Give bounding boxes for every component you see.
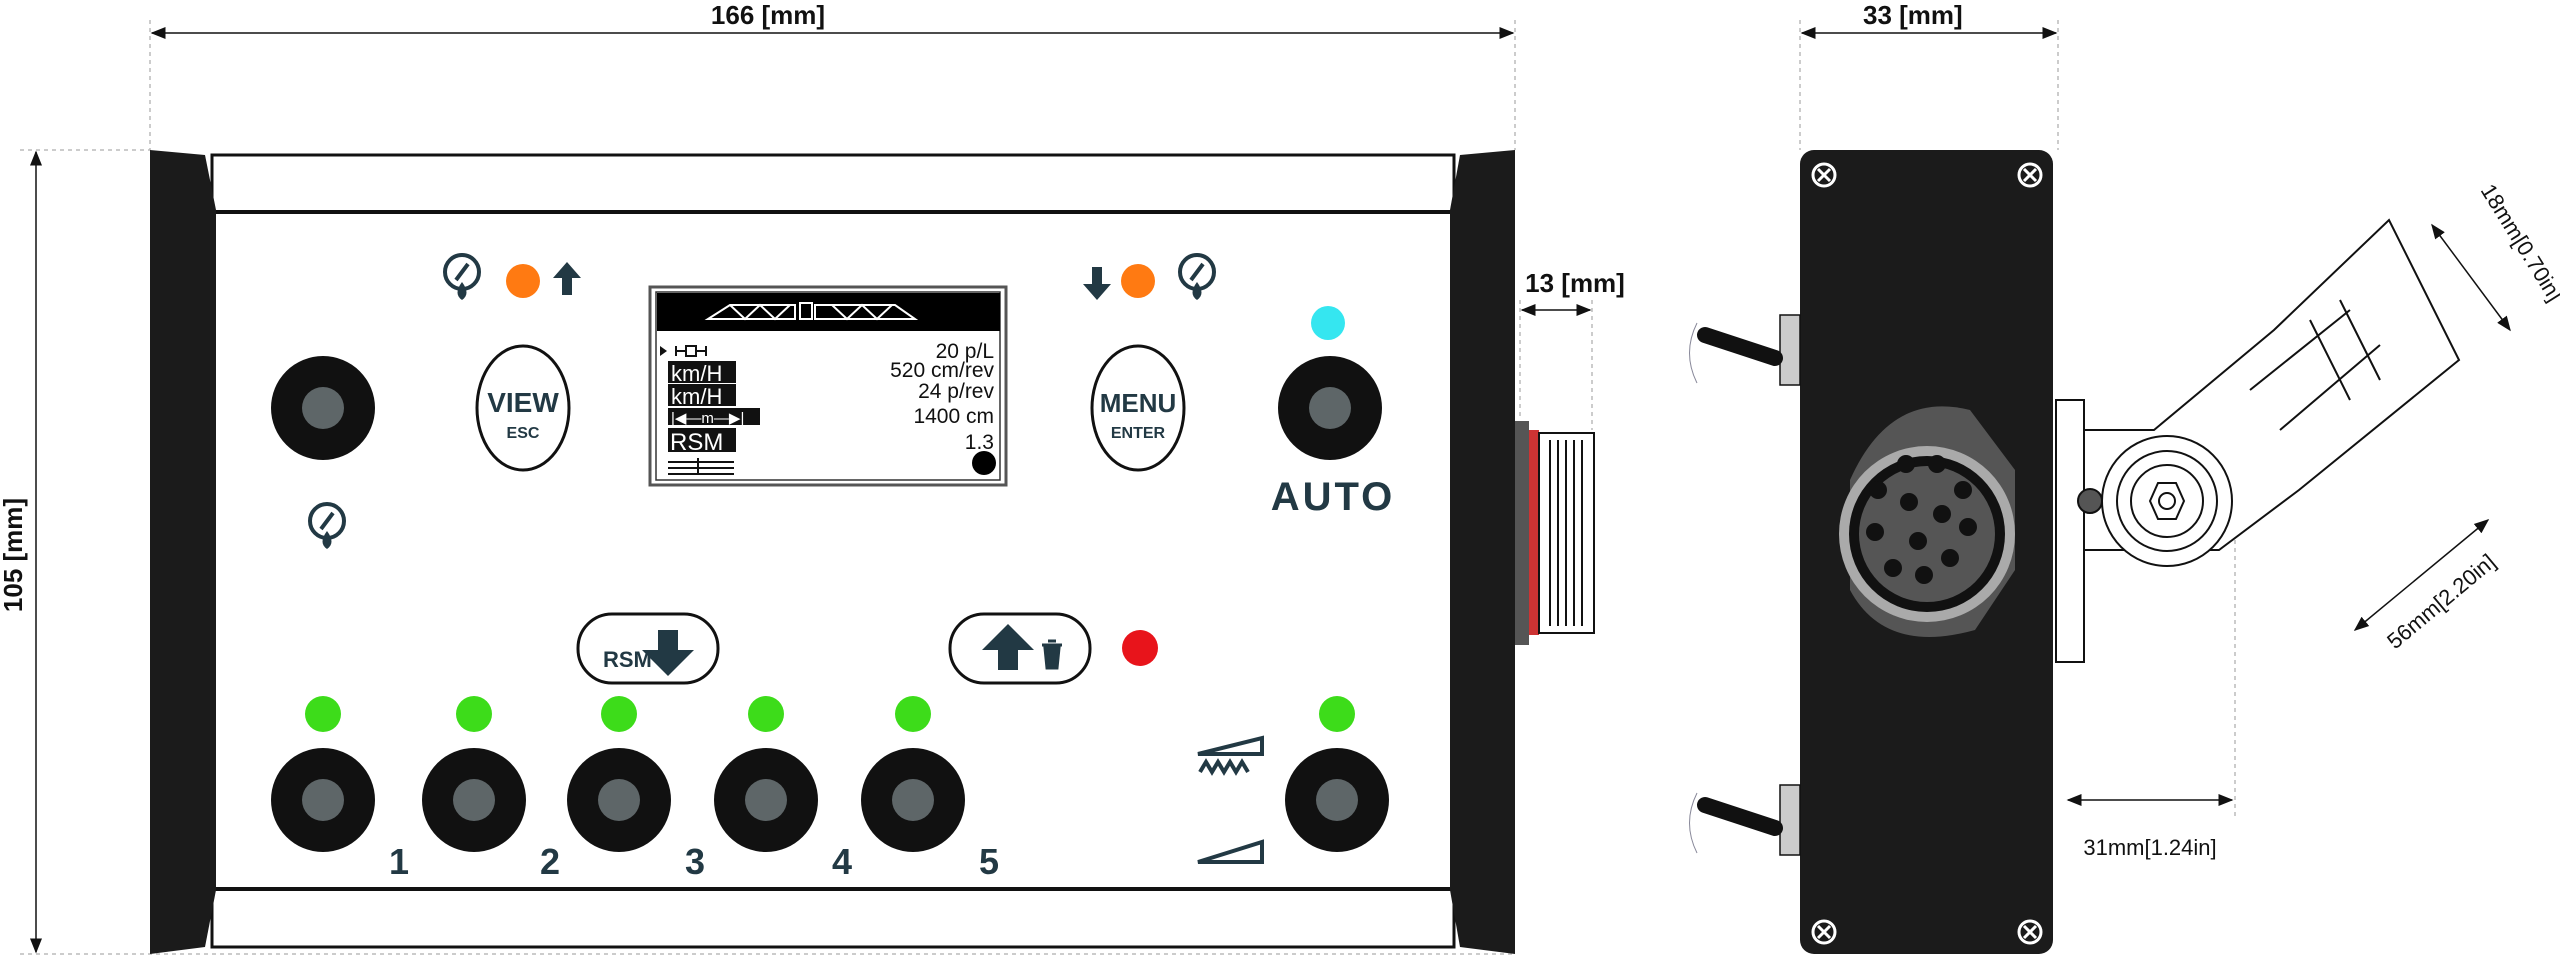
section-knob-3[interactable] <box>567 748 671 852</box>
led-green-section-2 <box>456 696 492 732</box>
bracket-offset-dimension: 31mm[1.24in] <box>2066 540 2236 860</box>
connector-depth-label: 13 [mm] <box>1525 268 1625 298</box>
bracket-length-label: 56mm[2.20in] <box>2382 549 2500 654</box>
connector-depth-dimension: 13 [mm] <box>1519 268 1625 430</box>
esc-label: ESC <box>507 425 540 442</box>
section-number: 2 <box>540 841 560 882</box>
status-dot <box>972 451 996 475</box>
lcd-row-5-label: RSM <box>670 429 723 456</box>
section-number: 4 <box>832 841 852 882</box>
led-red <box>1122 630 1158 666</box>
arrow-down-icon <box>642 630 694 676</box>
led-orange-left <box>506 264 540 298</box>
toggle-switch-top[interactable] <box>1689 314 1801 386</box>
boom-icon <box>1197 839 1264 864</box>
boom-status-icon <box>668 458 734 475</box>
rsm-download-button[interactable]: RSM <box>576 612 720 685</box>
led-cyan <box>1311 306 1345 340</box>
section-controls: 1 2 3 4 5 <box>271 696 999 882</box>
round-connector <box>1839 406 2015 637</box>
screw-icon <box>1811 162 2043 945</box>
section-number: 1 <box>389 841 409 882</box>
enter-label: ENTER <box>1111 425 1166 442</box>
lcd-row-3-label: km/H <box>671 384 722 409</box>
left-bracket <box>150 150 216 954</box>
led-green-section-4 <box>748 696 784 732</box>
lcd-display: 20 p/L km/H 520 cm/rev km/H 24 p/rev |◀—… <box>648 285 1008 487</box>
height-dimension: 105 [mm] <box>0 149 1515 955</box>
section-number: 5 <box>979 841 999 882</box>
mounting-bracket <box>2055 218 2461 663</box>
lcd-row-5-value: 1.3 <box>965 431 994 454</box>
auto-knob[interactable] <box>1278 356 1382 460</box>
led-green-section-5 <box>895 696 931 732</box>
lcd-row-3-value: 24 p/rev <box>918 380 994 403</box>
trash-icon <box>1042 639 1062 670</box>
width-label: 166 [mm] <box>711 0 825 30</box>
section-knob-5[interactable] <box>861 748 965 852</box>
front-connector <box>1515 421 1595 645</box>
lcd-row-4-label: |◀—m—▶| <box>671 410 744 427</box>
boom-spray-icon <box>1197 735 1264 776</box>
boom-header <box>657 293 1000 331</box>
lcd-row-2-label: km/H <box>671 361 722 386</box>
side-depth-label: 33 [mm] <box>1863 0 1963 30</box>
arrow-up-icon <box>982 624 1034 670</box>
width-dimension: 166 [mm] <box>149 0 1516 150</box>
led-green-section-3 <box>601 696 637 732</box>
toggle-switch-bottom[interactable] <box>1689 784 1801 856</box>
lcd-row-1-value: 20 p/L <box>936 340 994 363</box>
pressure-knob[interactable] <box>271 356 375 460</box>
menu-label: MENU <box>1100 388 1177 418</box>
bracket-offset-label: 31mm[1.24in] <box>2083 835 2216 860</box>
bracket-width-label: 18mm[0.70in] <box>2476 179 2560 305</box>
auto-label: AUTO <box>1271 475 1396 519</box>
view-label: VIEW <box>487 387 559 418</box>
right-bracket <box>1450 150 1515 954</box>
section-knob-4[interactable] <box>714 748 818 852</box>
lcd-row-4-value: 1400 cm <box>913 405 994 428</box>
led-green-section-1 <box>305 696 341 732</box>
menu-enter-button[interactable]: MENU ENTER <box>1090 344 1186 472</box>
master-boom-knob[interactable] <box>1285 748 1389 852</box>
height-label: 105 [mm] <box>0 498 28 612</box>
side-view-body <box>1800 150 2053 954</box>
bracket-length-dimension: 56mm[2.20in] <box>2353 519 2500 654</box>
arrow-up-icon <box>553 262 581 295</box>
section-knob-1[interactable] <box>271 748 375 852</box>
section-knob-2[interactable] <box>422 748 526 852</box>
upload-delete-button[interactable] <box>948 612 1092 685</box>
side-depth-dimension: 33 [mm] <box>1799 0 2059 150</box>
bracket-width-dimension: 18mm[0.70in] <box>2431 179 2560 332</box>
flow-sensor-icon <box>675 345 707 357</box>
lcd-row-2-value: 520 cm/rev <box>890 359 994 382</box>
row-cursor-icon <box>660 346 667 356</box>
led-orange-right <box>1121 264 1155 298</box>
view-esc-button[interactable]: VIEW ESC <box>475 344 571 472</box>
section-number: 3 <box>685 841 705 882</box>
arrow-down-icon <box>1083 267 1111 300</box>
led-green-master <box>1319 696 1355 732</box>
